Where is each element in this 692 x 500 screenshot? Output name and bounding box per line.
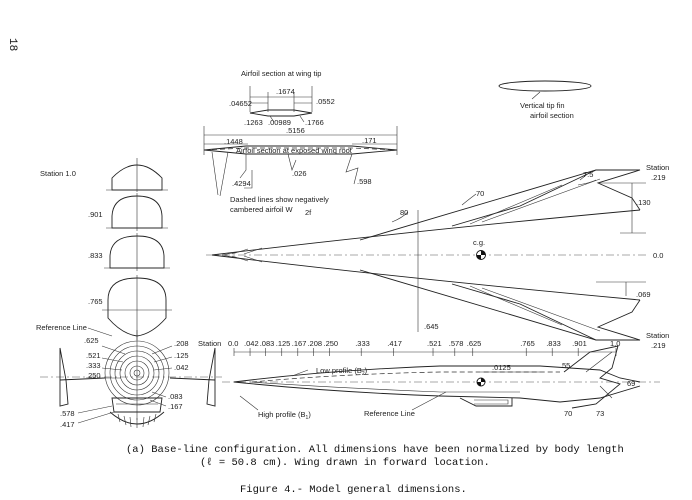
station-tick-label: .901 <box>572 339 587 348</box>
front-label-417: .417 <box>60 420 75 429</box>
side-angle-55: 55 <box>562 361 570 370</box>
figure-title: Figure 4.- Model general dimensions. <box>240 484 467 496</box>
station-tick-label: .167 <box>292 339 307 348</box>
front-label-042: .042 <box>174 363 189 372</box>
tip-fin-label-1: Vertical tip fin <box>520 101 565 110</box>
dashed-lines-note: Dashed lines show negatively cambered ai… <box>211 151 329 217</box>
station-tick-label: .833 <box>546 339 561 348</box>
cross-sections: Station 1.0 .901 .833 .765 <box>40 158 172 340</box>
airfoil-tip-section: Airfoil section at wing tip .1674 .04652… <box>229 69 335 127</box>
dim-tip-b: .00989 <box>268 118 291 127</box>
low-profile-label: Low profile (B2) <box>316 366 368 377</box>
dim-tip-lead: .04652 <box>229 99 252 108</box>
xsec-label-4: .765 <box>88 297 103 306</box>
station-tick-label: .765 <box>520 339 535 348</box>
note-line1: Dashed lines show negatively <box>230 195 329 204</box>
station-scale-label: Station <box>198 339 221 348</box>
plan-view: Station .219 Station .219 .130 0.0 .069 … <box>206 163 669 350</box>
plan-station-top-val: .219 <box>651 173 666 182</box>
dim-root-a: .4294 <box>232 179 251 188</box>
front-label-578: .578 <box>60 409 75 418</box>
side-angle-70: 70 <box>564 409 572 418</box>
plan-dim-00: 0.0 <box>653 251 663 260</box>
station-tick-label: .208 <box>307 339 322 348</box>
caption-line-2: (ℓ = 50.8 cm). Wing drawn in forward loc… <box>200 457 490 469</box>
dim-root-trail: .171 <box>362 136 377 145</box>
dim-tip-c: .1766 <box>305 118 324 127</box>
front-ref-line: Reference Line <box>36 323 87 332</box>
caption-line-1: (a) Base-line configuration. All dimensi… <box>126 444 624 456</box>
side-dim-0125: .0125 <box>492 363 511 372</box>
side-cg-symbol <box>476 377 486 387</box>
station-tick-label: .250 <box>324 339 339 348</box>
airfoil-root-section: .5156 .1448 .171 Airfoil section at expo… <box>203 126 398 189</box>
station-tick-label: .042 <box>244 339 259 348</box>
station-scale: Station 0.0 .042.083.125.167.208.250 .333.… <box>198 339 620 356</box>
station-tick-label: .521 <box>427 339 442 348</box>
front-label-250: .250 <box>86 371 101 380</box>
station-tick-label: .578 <box>449 339 464 348</box>
note-subscript: 2f <box>305 208 312 217</box>
side-ref-line: Reference Line <box>364 409 415 418</box>
front-view: Reference Line .625 .521 .333 .250 .578 … <box>36 323 222 429</box>
airfoil-tip-title: Airfoil section at wing tip <box>241 69 321 78</box>
front-label-333: .333 <box>86 361 101 370</box>
front-label-208: .208 <box>174 339 189 348</box>
xsec-label-3: .833 <box>88 251 103 260</box>
tip-fin-section: Vertical tip fin airfoil section <box>498 80 592 120</box>
station-tick-label: 0.0 <box>228 339 238 348</box>
station-tick-label: 1.0 <box>610 339 620 348</box>
dim-tip-chord: .1674 <box>276 87 295 96</box>
plan-dim-645: .645 <box>424 322 439 331</box>
cg-symbol <box>476 250 486 260</box>
plan-angle-7-5: 7.5 <box>583 170 593 179</box>
dim-root-lead: .1448 <box>224 137 243 146</box>
side-angle-73: 73 <box>596 409 604 418</box>
plan-station-top: Station <box>646 163 669 172</box>
station-tick-label: .333 <box>355 339 370 348</box>
front-label-125: .125 <box>174 351 189 360</box>
tip-fin-label-2: airfoil section <box>530 111 574 120</box>
xsec-label-2: .901 <box>88 210 103 219</box>
plan-dim-069: .069 <box>636 290 651 299</box>
plan-cg-label: c.g. <box>473 238 485 247</box>
station-tick-label: .417 <box>387 339 402 348</box>
station-tick-label: .083 <box>260 339 275 348</box>
dim-tip-a: .1263 <box>244 118 263 127</box>
front-label-083: .083 <box>168 392 183 401</box>
plan-dim-130: .130 <box>636 198 651 207</box>
side-view: .0125 Low profile (B2) High profile (B1)… <box>222 345 660 421</box>
note-line2: cambered airfoil W <box>230 205 293 214</box>
front-label-167: .167 <box>168 402 183 411</box>
xsec-label-1: Station 1.0 <box>40 169 76 178</box>
page-number: 18 <box>6 38 18 51</box>
dim-root-b: .026 <box>292 169 307 178</box>
plan-station-bottom-val: .219 <box>651 341 666 350</box>
dim-tip-trail: .0552 <box>316 97 335 106</box>
high-profile-label: High profile (B1) <box>258 410 311 421</box>
dim-root-chord: .5156 <box>286 126 305 135</box>
front-label-521: .521 <box>86 351 101 360</box>
station-tick-label: .625 <box>467 339 482 348</box>
front-label-625: .625 <box>84 336 99 345</box>
station-tick-label: .125 <box>276 339 291 348</box>
dim-root-c: .598 <box>357 177 372 186</box>
airfoil-root-title: Airfoil section at exposed wing root <box>236 146 353 155</box>
plan-angle-80: 80 <box>400 208 408 217</box>
plan-station-bottom: Station <box>646 331 669 340</box>
plan-angle-70: 70 <box>476 189 484 198</box>
side-angle-69: 69 <box>627 379 635 388</box>
